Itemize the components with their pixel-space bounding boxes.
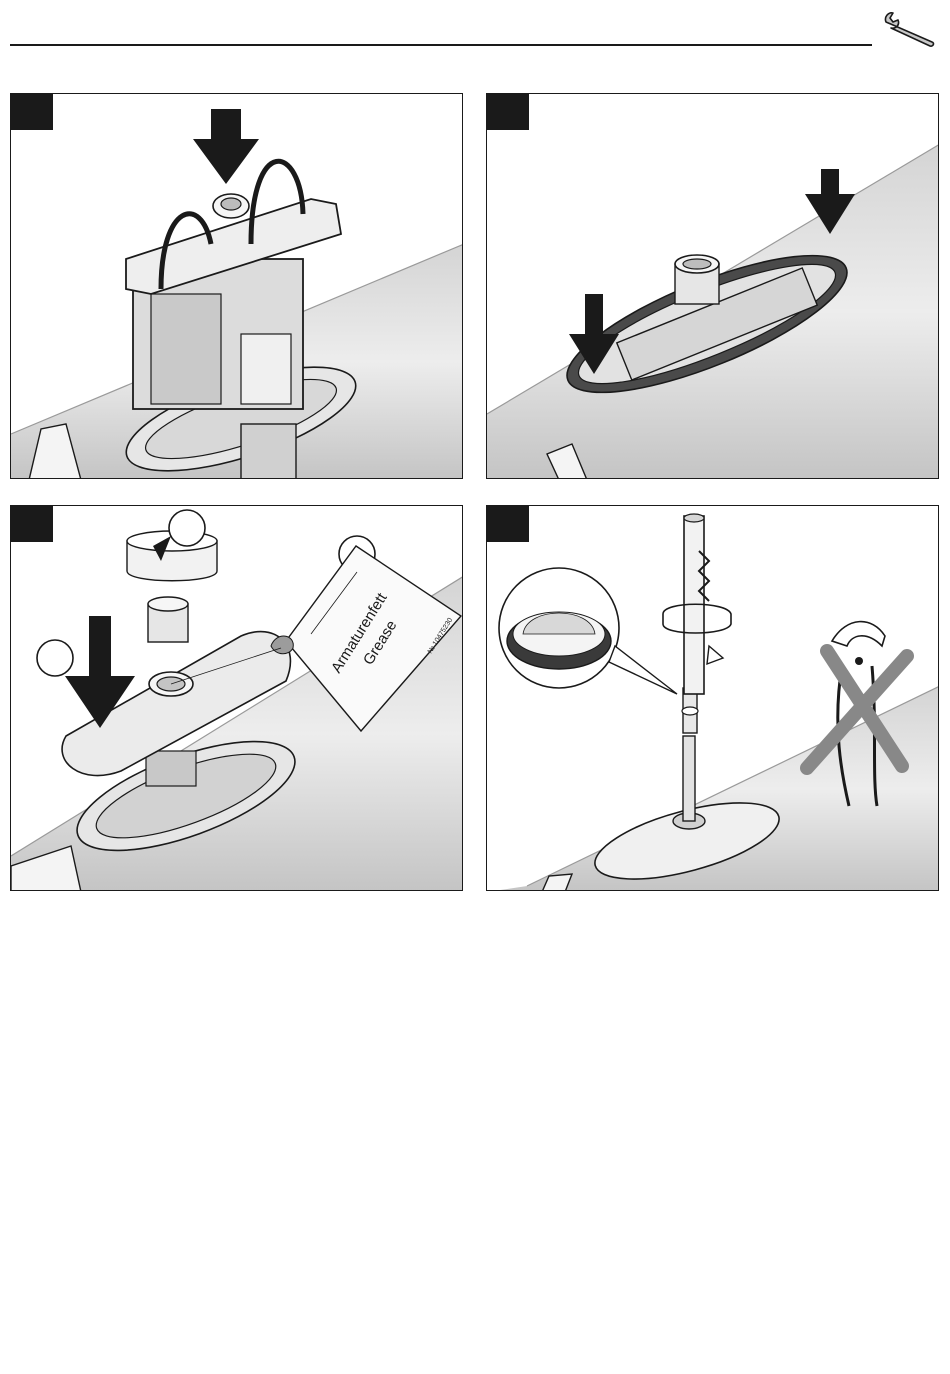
- arrow-down-icon: [11, 506, 463, 891]
- step-panel-2: [486, 93, 939, 479]
- step-panel-1: [10, 93, 463, 479]
- header-rule: [10, 44, 872, 46]
- arrow-down-icon: [487, 94, 939, 479]
- arrow-down-icon: [11, 94, 463, 479]
- step-number-badge: [487, 94, 529, 130]
- step-panel-3: Armaturenfett Grease № 10475230: [10, 505, 463, 891]
- pliers-crossed-icon: [487, 506, 939, 891]
- step-number-badge: [487, 506, 529, 542]
- step-number-badge: [11, 506, 53, 542]
- step-panel-4: [486, 505, 939, 891]
- wrench-icon: [880, 8, 940, 50]
- step-number-badge: [11, 94, 53, 130]
